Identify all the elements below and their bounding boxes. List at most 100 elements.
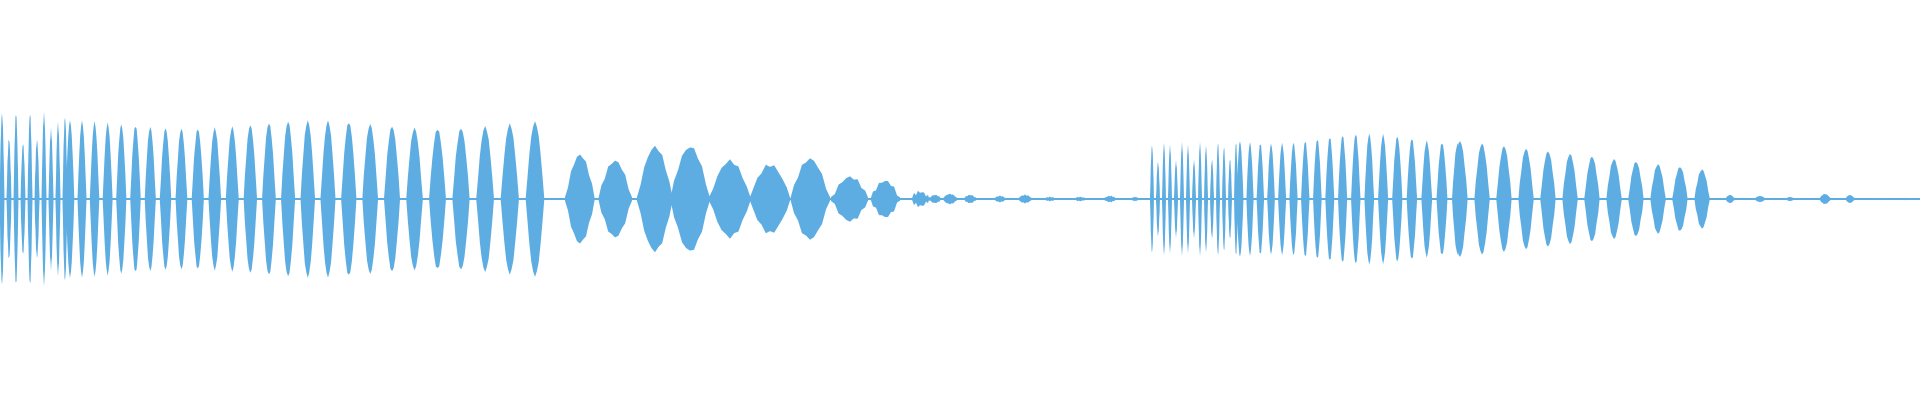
waveform-burst: [0, 113, 5, 285]
waveform-burst: [1204, 145, 1208, 253]
waveform-burst: [790, 158, 830, 240]
waveform-burst: [525, 121, 545, 277]
waveform-burst: [262, 123, 276, 275]
waveform-burst: [191, 129, 204, 269]
waveform-burst: [1198, 142, 1202, 256]
waveform-burst: [1845, 194, 1855, 204]
waveform-burst: [1474, 143, 1490, 255]
waveform-burst: [13, 115, 19, 283]
waveform-burst: [429, 130, 446, 268]
waveform-burst: [243, 125, 257, 273]
waveform-burst: [384, 126, 401, 272]
waveform-burst: [942, 193, 958, 205]
waveform-burst: [55, 121, 61, 277]
waveform-burst: [500, 123, 519, 275]
waveform-burst: [1017, 194, 1033, 204]
waveform-burst: [48, 127, 54, 271]
waveform-burst: [281, 121, 296, 277]
waveform-burst: [362, 124, 378, 274]
waveform-burst: [1130, 196, 1140, 202]
waveform-burst: [1150, 145, 1154, 253]
waveform-burst: [670, 147, 710, 251]
waveform-burst: [1900, 197, 1910, 201]
waveform-burst: [130, 126, 141, 272]
waveform-burst: [1103, 195, 1117, 203]
waveform-burst: [1378, 133, 1389, 265]
waveform-burst: [1725, 195, 1735, 203]
waveform-burst: [1246, 142, 1254, 256]
waveform-burst: [116, 124, 127, 274]
waveform-burst: [208, 127, 222, 271]
waveform-burst: [1222, 148, 1226, 250]
waveform-burst: [1256, 144, 1265, 254]
waveform-burst: [1043, 196, 1057, 202]
waveform-burst: [300, 120, 315, 278]
waveform-burst: [1628, 162, 1644, 236]
waveform-burst: [65, 120, 75, 278]
waveform-burst: [709, 159, 751, 239]
waveform-burst: [565, 154, 595, 244]
waveform-burst: [175, 128, 188, 270]
waveform-burst: [89, 121, 100, 277]
waveform-burst: [1650, 164, 1666, 234]
waveform-burst: [62, 117, 68, 281]
waveform-burst: [1351, 134, 1361, 264]
waveform-burst: [1392, 136, 1403, 262]
waveform-burst: [77, 120, 87, 278]
waveform-burst: [476, 125, 494, 273]
waveform-burst: [1672, 167, 1688, 231]
waveform-burst: [1162, 143, 1166, 255]
waveform-burst: [1338, 136, 1348, 262]
waveform-burst: [1606, 159, 1622, 239]
waveform-burst: [1313, 140, 1322, 258]
waveform-burst: [1754, 195, 1766, 203]
waveform-burst: [1186, 144, 1190, 254]
waveform-burst: [1180, 141, 1184, 257]
waveform-burst: [1819, 194, 1831, 204]
waveform-burst: [1540, 151, 1556, 247]
waveform-burst: [993, 195, 1007, 203]
waveform-burst: [1325, 138, 1335, 260]
waveform-burst: [1364, 133, 1375, 265]
waveform-burst: [870, 181, 900, 217]
waveform-burst: [452, 128, 470, 270]
waveform-burst: [320, 120, 336, 278]
waveform-burst: [1694, 169, 1710, 229]
waveform-burst: [1421, 140, 1433, 258]
waveform-burst: [34, 139, 40, 259]
waveform-burst: [1228, 159, 1232, 239]
waveform-burst: [1518, 148, 1534, 250]
waveform-burst: [1174, 159, 1178, 239]
waveform-burst: [102, 122, 113, 276]
waveform-burst: [749, 164, 791, 234]
waveform-burst: [910, 190, 930, 208]
waveform-burst: [20, 143, 26, 255]
waveform-burst: [1073, 196, 1087, 202]
waveform-burst: [1278, 142, 1287, 256]
waveform-burst: [6, 139, 12, 259]
waveform-burst: [1301, 141, 1310, 257]
waveform-burst: [831, 176, 869, 222]
waveform-burst: [1236, 141, 1244, 257]
waveform-burst: [1562, 153, 1578, 245]
waveform-burst: [341, 123, 357, 275]
waveform-burst: [1156, 161, 1160, 237]
waveform-burst: [1216, 143, 1220, 255]
waveform-burst: [41, 111, 47, 287]
waveform-burst: [1785, 196, 1795, 202]
waveform-burst: [144, 126, 156, 272]
waveform-burst: [1234, 143, 1238, 255]
waveform-burst: [963, 194, 977, 204]
waveform-burst: [1267, 143, 1275, 255]
waveform-burst: [637, 145, 673, 253]
waveform-burst: [1875, 197, 1885, 201]
waveform-burst: [1496, 146, 1512, 252]
waveform-burst: [159, 128, 172, 270]
waveform-bursts: [0, 111, 1910, 287]
waveform-burst: [1168, 144, 1172, 254]
waveform-burst: [1436, 143, 1448, 255]
waveform-burst: [225, 126, 239, 272]
waveform-burst: [1452, 141, 1468, 257]
